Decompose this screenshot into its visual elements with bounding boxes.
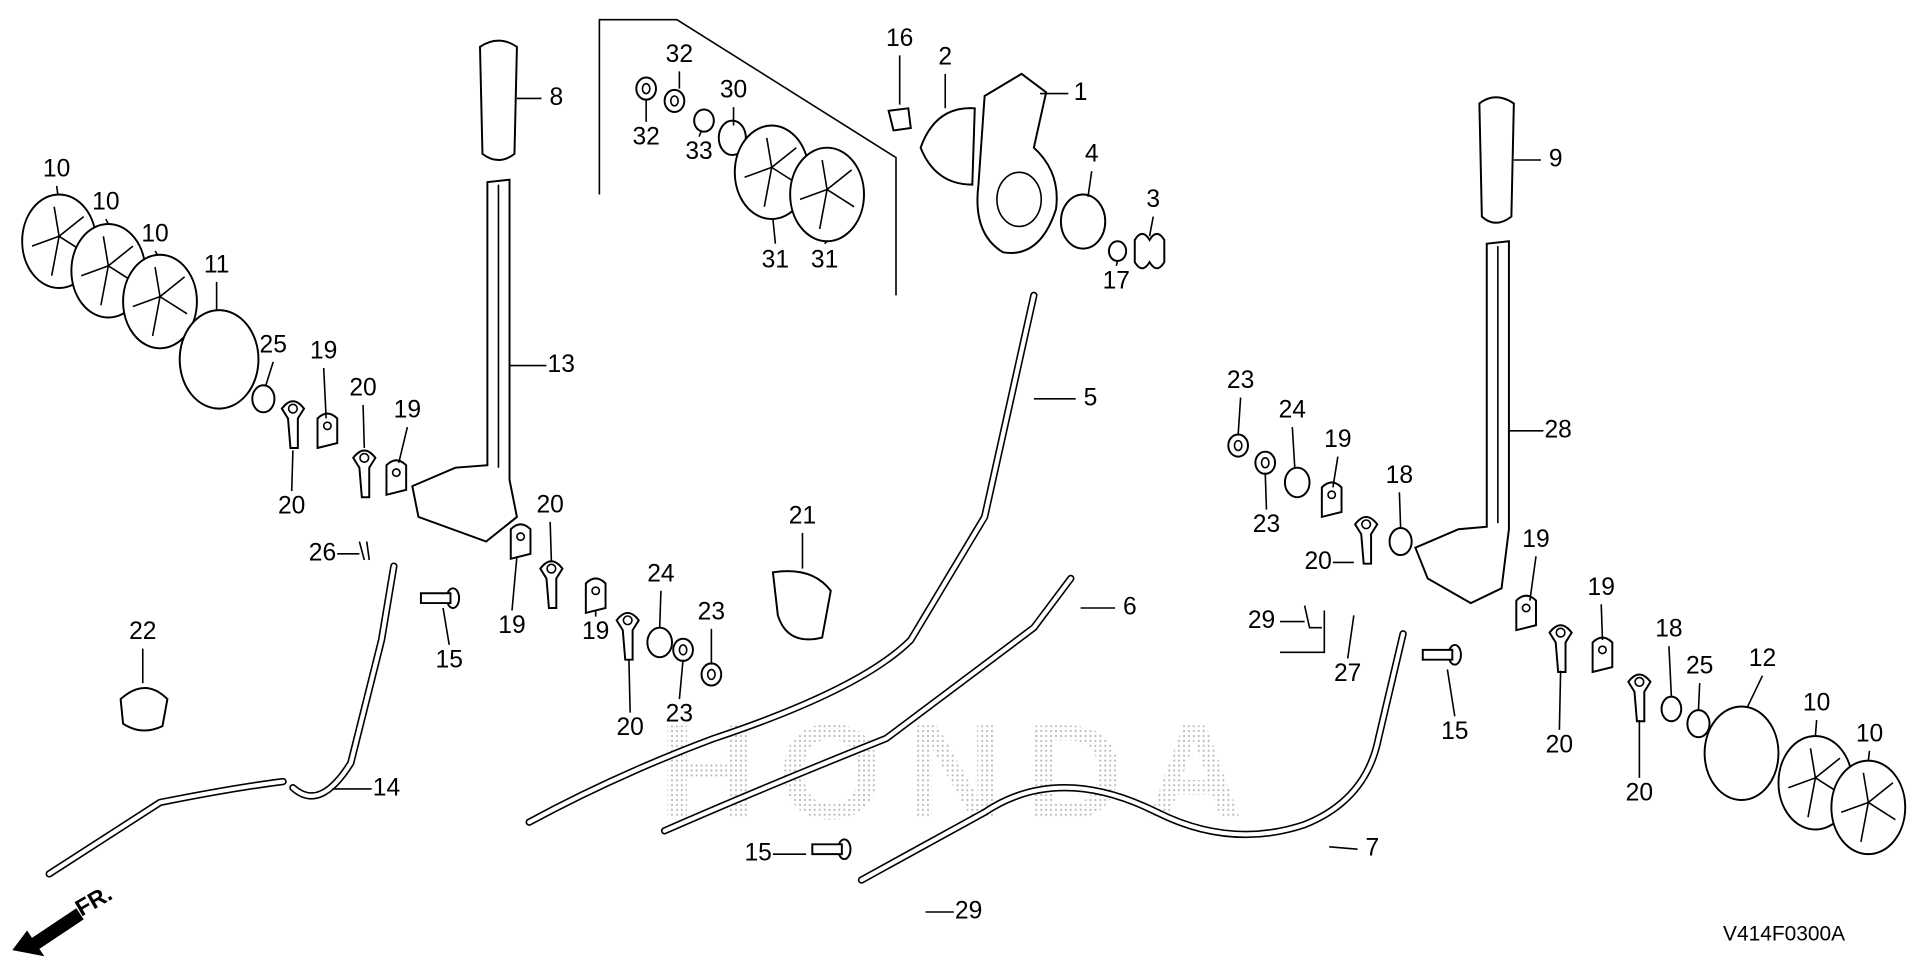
callout-part-20: 20 <box>278 493 305 520</box>
lever-28 <box>1414 240 1510 605</box>
callout-part-31: 31 <box>762 246 789 273</box>
diagram-code: V414F0300A <box>1723 922 1845 945</box>
callout-part-4: 4 <box>1085 141 1099 168</box>
callout-part-15: 15 <box>744 840 771 867</box>
callout-part-25: 25 <box>1686 653 1713 680</box>
callout-part-15: 15 <box>1441 718 1468 745</box>
callout-part-30: 30 <box>720 77 747 104</box>
callout-part-10: 10 <box>141 221 168 248</box>
callout-part-24: 24 <box>1279 397 1306 424</box>
lever-13 <box>411 178 519 543</box>
callout-part-32: 32 <box>666 41 693 68</box>
callout-part-19: 19 <box>1522 526 1549 553</box>
group-bracket <box>598 18 897 296</box>
clamp-21 <box>771 570 832 641</box>
callout-part-24: 24 <box>647 560 674 587</box>
callout-part-12: 12 <box>1749 645 1776 672</box>
callout-part-19: 19 <box>582 618 609 645</box>
callout-part-20: 20 <box>616 714 643 741</box>
callout-part-19: 19 <box>394 397 421 424</box>
callout-part-8: 8 <box>549 84 563 111</box>
callout-part-13: 13 <box>548 351 575 378</box>
callout-part-19: 19 <box>310 337 337 364</box>
callout-part-25: 25 <box>260 331 287 358</box>
part-group-throttle <box>635 72 1166 270</box>
callout-part-18: 18 <box>1386 462 1413 489</box>
callout-part-19: 19 <box>1588 574 1615 601</box>
callout-part-28: 28 <box>1544 416 1571 443</box>
callout-part-31: 31 <box>811 246 838 273</box>
callout-part-10: 10 <box>1856 720 1883 747</box>
leader-lines <box>55 55 1871 913</box>
callout-part-2: 2 <box>938 43 952 70</box>
callout-part-29: 29 <box>1248 607 1275 634</box>
callout-part-10: 10 <box>43 155 70 182</box>
callout-part-23: 23 <box>666 701 693 728</box>
callout-part-32: 32 <box>632 123 659 150</box>
callout-part-1: 1 <box>1074 79 1088 106</box>
callout-part-23: 23 <box>698 598 725 625</box>
callout-part-3: 3 <box>1146 186 1160 213</box>
callout-part-23: 23 <box>1253 511 1280 538</box>
callout-part-20: 20 <box>1546 731 1573 758</box>
callout-part-33: 33 <box>685 138 712 165</box>
callout-part-11: 11 <box>204 251 230 278</box>
clamp-22 <box>119 687 169 732</box>
lever-knob-8 <box>479 39 518 161</box>
callout-part-20: 20 <box>349 374 376 401</box>
callout-part-17: 17 <box>1103 267 1130 294</box>
callout-part-22: 22 <box>129 618 156 645</box>
callout-part-26: 26 <box>309 539 336 566</box>
callout-part-14: 14 <box>373 774 400 801</box>
front-direction-arrow: FR. <box>12 880 116 957</box>
callout-part-5: 5 <box>1084 384 1098 411</box>
callout-part-20: 20 <box>1626 779 1653 806</box>
callout-part-20: 20 <box>1304 548 1331 575</box>
callout-part-20: 20 <box>536 491 563 518</box>
callout-part-19: 19 <box>498 612 525 639</box>
callout-part-27: 27 <box>1334 660 1361 687</box>
callout-part-10: 10 <box>1803 689 1830 716</box>
lever-knob-9 <box>1478 96 1515 224</box>
callout-part-29: 29 <box>955 898 982 925</box>
callout-part-15: 15 <box>436 646 463 673</box>
callout-part-19: 19 <box>1324 426 1351 453</box>
callout-part-21: 21 <box>789 502 816 529</box>
callout-part-23: 23 <box>1227 367 1254 394</box>
callout-part-10: 10 <box>92 189 119 216</box>
callout-part-18: 18 <box>1655 616 1682 643</box>
callout-part-16: 16 <box>886 25 913 52</box>
cables <box>45 291 1407 884</box>
callout-part-9: 9 <box>1549 145 1563 172</box>
callout-part-6: 6 <box>1123 593 1137 620</box>
callout-part-7: 7 <box>1365 835 1379 862</box>
